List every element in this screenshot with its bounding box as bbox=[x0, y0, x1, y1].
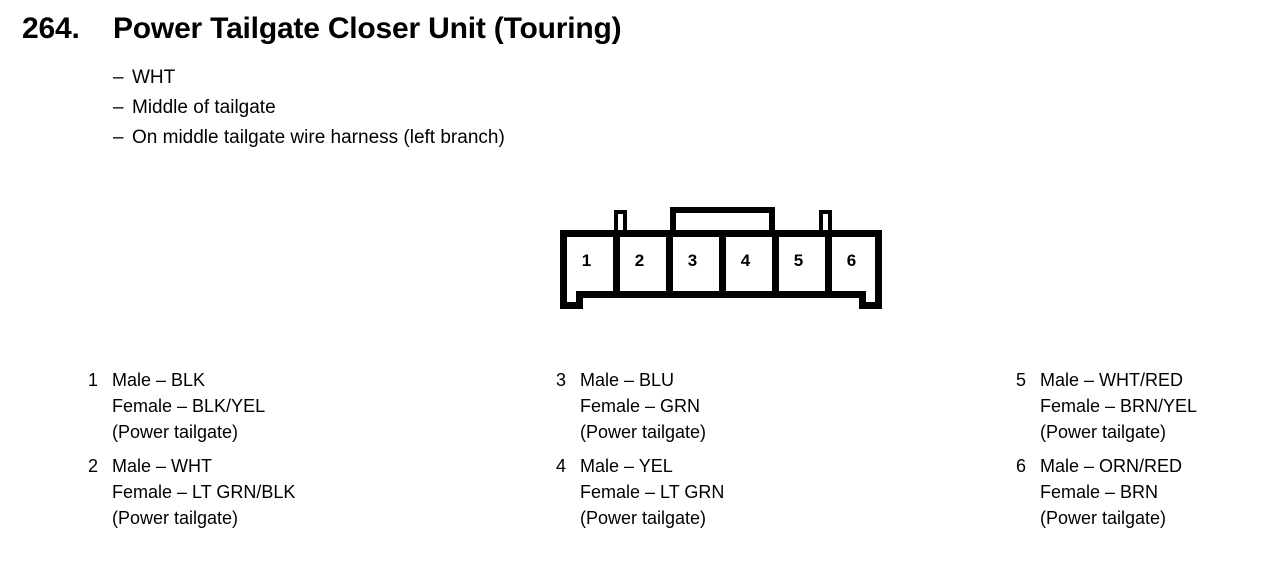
pin-circuit: (Power tailgate) bbox=[1040, 422, 1167, 442]
pin-number: 2 bbox=[88, 456, 99, 476]
pin-female-wire: Female – BRN/YEL bbox=[1040, 396, 1198, 416]
spec-list: –WHT –Middle of tailgate –On middle tail… bbox=[113, 63, 505, 153]
cavity-number-4: 4 bbox=[740, 251, 751, 270]
pin-number: 4 bbox=[556, 456, 567, 476]
mounting-foot-right-icon bbox=[859, 291, 882, 309]
cavity-divider bbox=[825, 230, 832, 292]
pin-male-wire: Male – WHT bbox=[112, 456, 213, 476]
pin-male-wire: Male – ORN/RED bbox=[1040, 456, 1183, 476]
pin-number: 6 bbox=[1016, 456, 1027, 476]
dash-icon: – bbox=[113, 127, 124, 148]
locking-tab-right-icon bbox=[819, 210, 832, 236]
pin-male-wire: Male – YEL bbox=[580, 456, 673, 476]
dash-icon: – bbox=[113, 67, 124, 88]
dash-icon: – bbox=[113, 97, 124, 118]
pin-legend-column-1: 1 Male – BLK Female – BLK/YEL (Power tai… bbox=[88, 367, 295, 539]
pin-legend-column-3: 5 Male – WHT/RED Female – BRN/YEL (Power… bbox=[1016, 367, 1197, 539]
pin-female-wire: Female – BRN bbox=[1040, 482, 1159, 502]
cavity-number-6: 6 bbox=[846, 251, 857, 270]
pin-male-wire: Male – WHT/RED bbox=[1040, 370, 1184, 390]
pin-circuit: (Power tailgate) bbox=[112, 508, 239, 528]
page-title-number: 264. bbox=[22, 12, 80, 45]
cavity-divider bbox=[613, 230, 620, 292]
spec-item: –Middle of tailgate bbox=[113, 93, 505, 123]
cavity-divider bbox=[719, 230, 726, 292]
pin-male-wire: Male – BLK bbox=[112, 370, 206, 390]
pin-entry: 6 Male – ORN/RED Female – BRN (Power tai… bbox=[1016, 453, 1197, 531]
pin-entry: 2 Male – WHT Female – LT GRN/BLK (Power … bbox=[88, 453, 295, 531]
pin-number: 5 bbox=[1016, 370, 1027, 390]
mounting-foot-left-icon bbox=[560, 291, 583, 309]
spec-item: –WHT bbox=[113, 63, 505, 93]
pin-male-wire: Male – BLU bbox=[580, 370, 675, 390]
cavity-number-3: 3 bbox=[687, 251, 698, 270]
cavity-divider bbox=[666, 230, 673, 292]
page-title-text: Power Tailgate Closer Unit (Touring) bbox=[113, 12, 622, 45]
spec-item: –On middle tailgate wire harness (left b… bbox=[113, 123, 505, 153]
pin-female-wire: Female – LT GRN bbox=[580, 482, 725, 502]
cavity-divider bbox=[772, 230, 779, 292]
pin-circuit: (Power tailgate) bbox=[1040, 508, 1167, 528]
pin-number: 3 bbox=[556, 370, 567, 390]
pin-entry: 1 Male – BLK Female – BLK/YEL (Power tai… bbox=[88, 367, 295, 445]
page-title: 264. Power Tailgate Closer Unit (Touring) bbox=[22, 12, 622, 46]
pin-entry: 3 Male – BLU Female – GRN (Power tailgat… bbox=[556, 367, 724, 445]
spec-item-label: Middle of tailgate bbox=[132, 97, 276, 118]
pin-number: 1 bbox=[88, 370, 99, 390]
pin-legend-column-2: 3 Male – BLU Female – GRN (Power tailgat… bbox=[556, 367, 724, 539]
cavity-number-1: 1 bbox=[581, 251, 592, 270]
spec-item-label: WHT bbox=[132, 67, 176, 88]
pin-circuit: (Power tailgate) bbox=[580, 508, 707, 528]
pin-entry: 5 Male – WHT/RED Female – BRN/YEL (Power… bbox=[1016, 367, 1197, 445]
locking-tab-left-icon bbox=[614, 210, 627, 236]
pin-female-wire: Female – GRN bbox=[580, 396, 701, 416]
pin-female-wire: Female – LT GRN/BLK bbox=[112, 482, 296, 502]
pin-circuit: (Power tailgate) bbox=[112, 422, 239, 442]
pin-circuit: (Power tailgate) bbox=[580, 422, 707, 442]
spec-item-label: On middle tailgate wire harness (left br… bbox=[132, 127, 505, 148]
pin-entry: 4 Male – YEL Female – LT GRN (Power tail… bbox=[556, 453, 724, 531]
connector-diagram: 1 2 3 4 5 6 bbox=[556, 202, 886, 314]
pin-female-wire: Female – BLK/YEL bbox=[112, 396, 266, 416]
cavity-number-2: 2 bbox=[634, 251, 645, 270]
cavity-number-5: 5 bbox=[793, 251, 804, 270]
